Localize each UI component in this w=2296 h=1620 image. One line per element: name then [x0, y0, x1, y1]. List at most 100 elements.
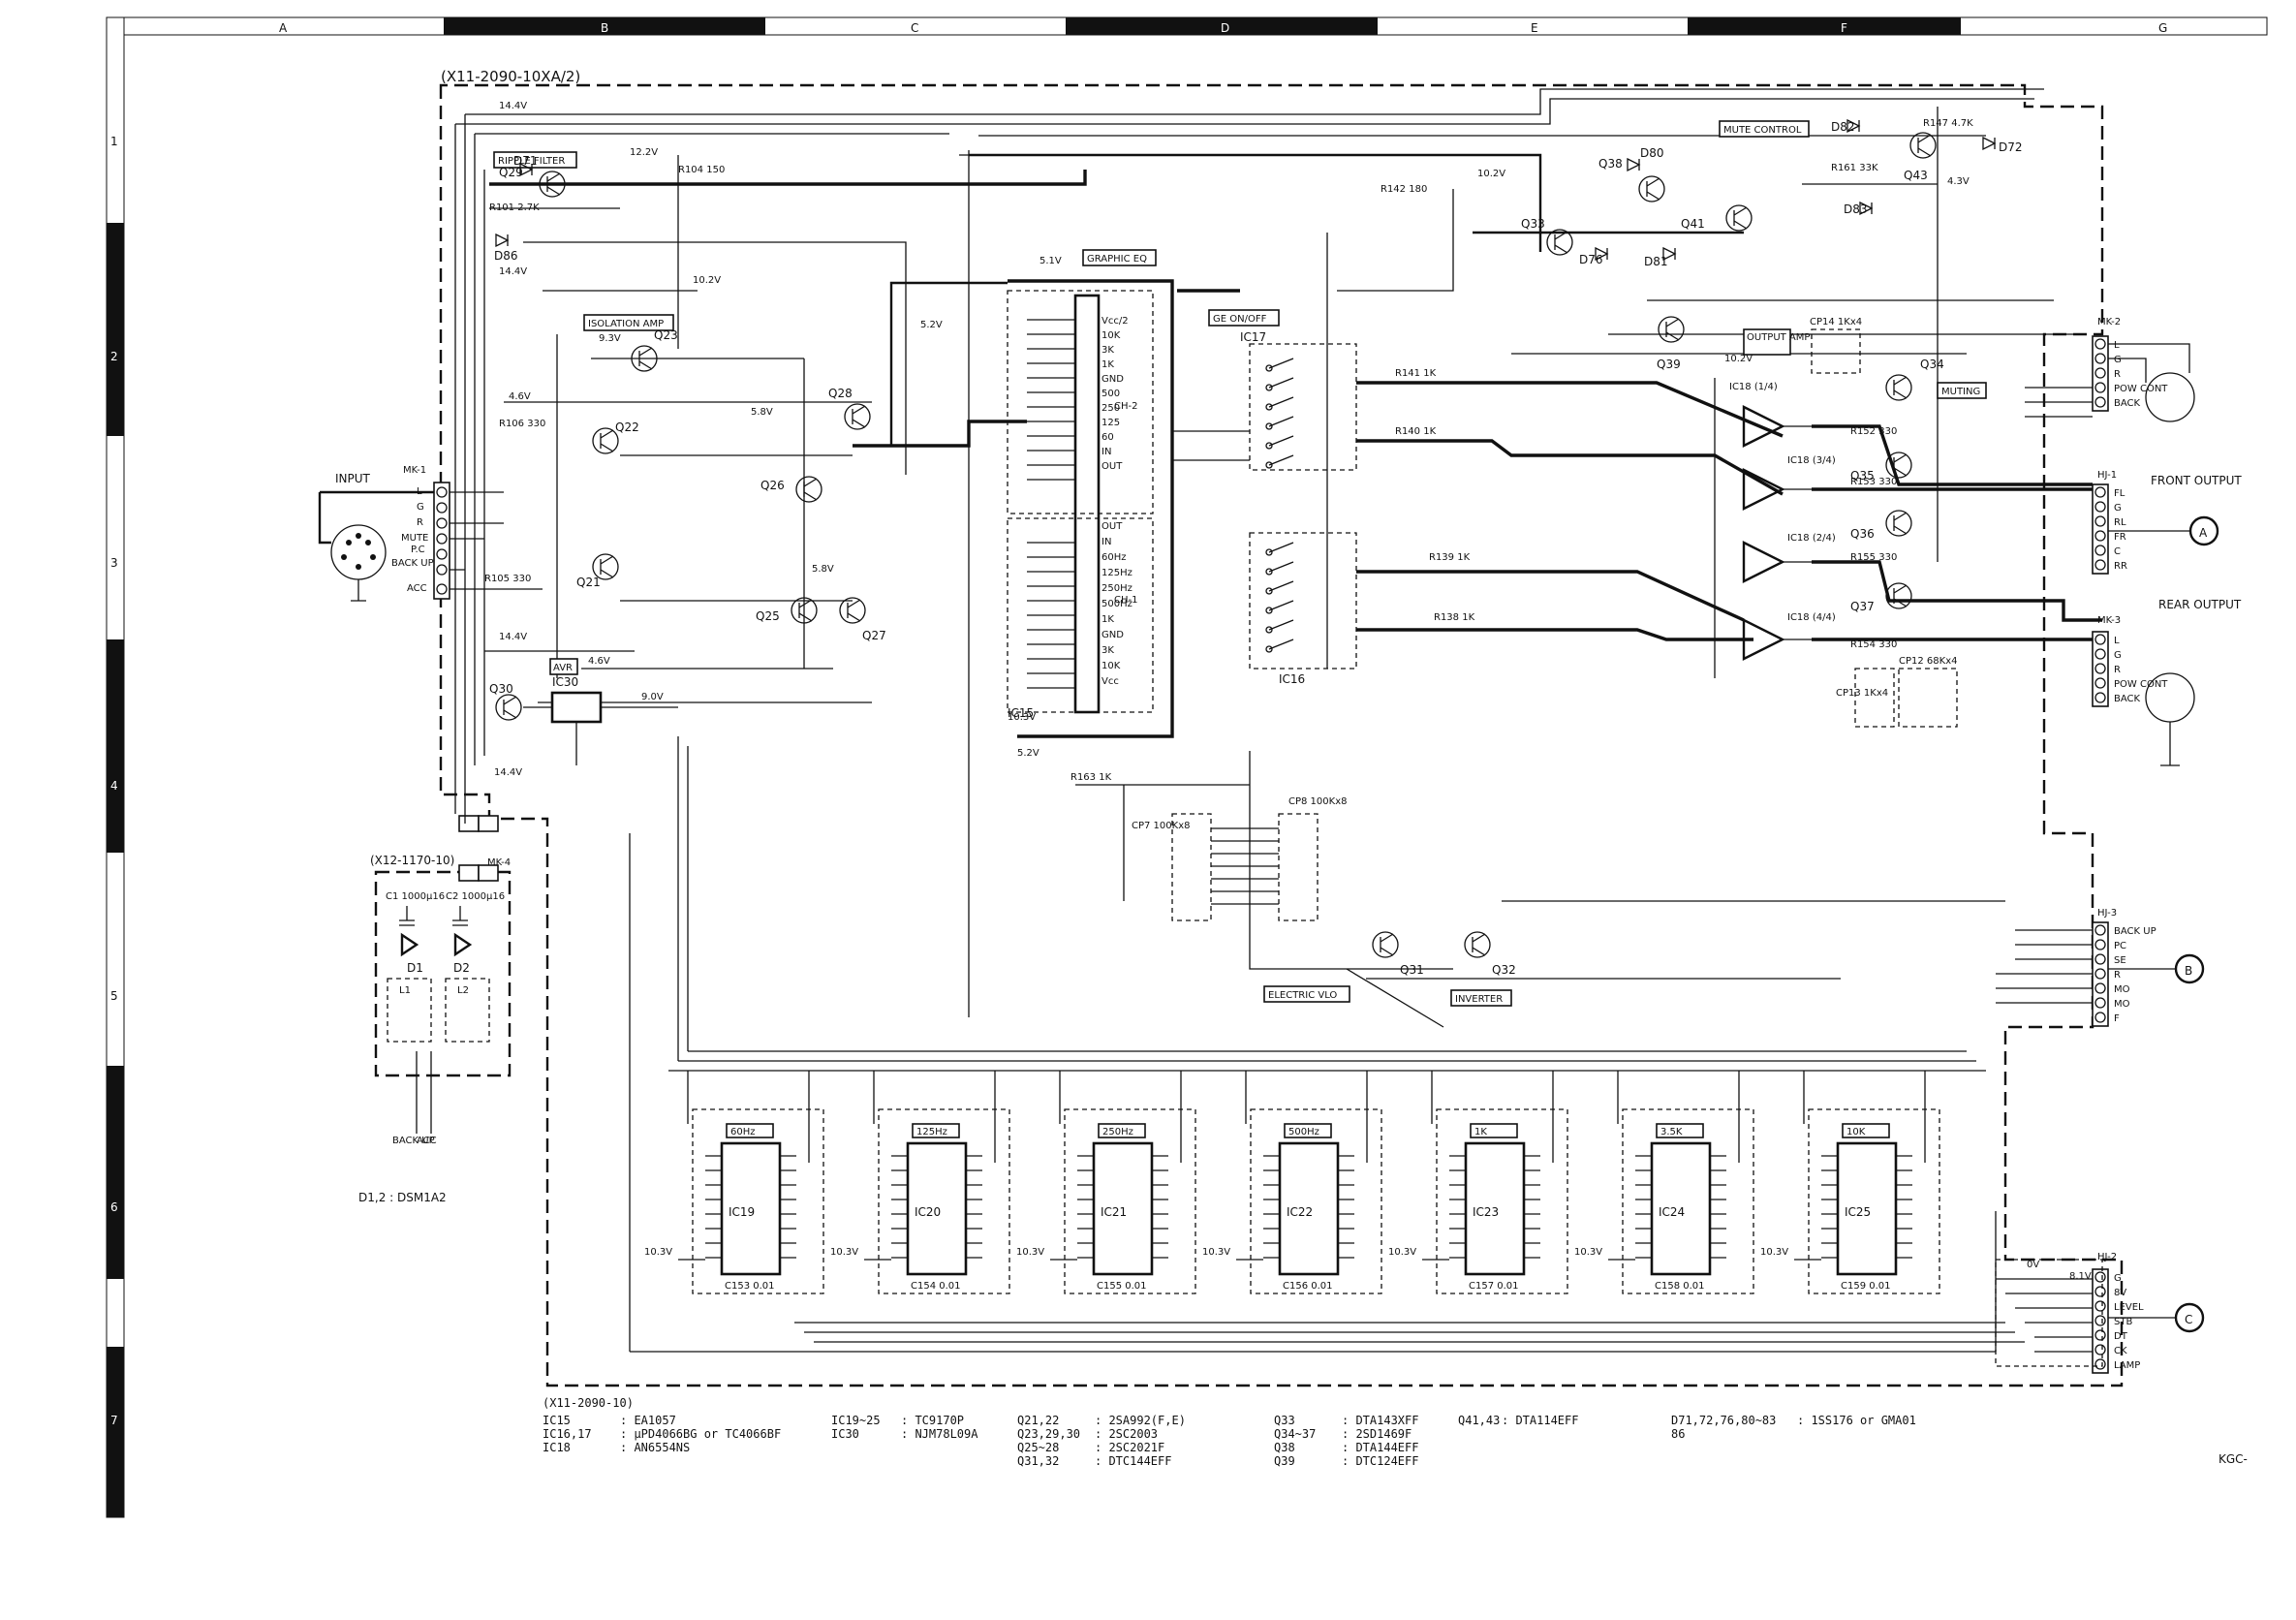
mk1-pin-acc: ACC: [407, 583, 427, 594]
resistor-packs: CP7 100Kx8 CP8 100Kx8 CP14 1Kx4 CP12 68K…: [1132, 317, 1958, 921]
parts-list-value: : 2SA992(F,E): [1095, 1414, 1186, 1427]
parts-list-ref: Q34~37: [1274, 1427, 1316, 1441]
transistor-label: Q38: [1598, 157, 1623, 171]
parts-list-value: : DTC144EFF: [1095, 1454, 1171, 1468]
transistor-label: Q39: [1657, 358, 1681, 371]
ic18-4-label: IC18 (4/4): [1787, 612, 1836, 623]
v-5-2-bottom: 5.2V: [1017, 748, 1039, 759]
avr-label: AVR: [553, 663, 573, 673]
sub-l2-label: L2: [457, 985, 469, 996]
diode-symbol: [1662, 246, 1677, 262]
parts-list-ref: 86: [1671, 1427, 1685, 1441]
resistor-label: R147 4.7K: [1923, 118, 1973, 129]
parts-list-ref: Q25~28: [1017, 1441, 1059, 1454]
resistor-label: R140 1K: [1395, 426, 1437, 437]
ic15-ch1-pin-label: 500Hz: [1101, 599, 1132, 609]
mk1-label: MK-1: [403, 465, 426, 476]
hj1-label: HJ-1: [2097, 470, 2117, 481]
transistor-symbol: [495, 694, 522, 721]
v-12-2: 12.2V: [630, 147, 658, 158]
resistor-label: R142 180: [1381, 184, 1427, 195]
hj1-pin-label: RR: [2114, 561, 2127, 572]
electric-vlo-label: ELECTRIC VLO: [1268, 990, 1337, 1001]
ic15-ch2-pin-label: 125: [1101, 418, 1120, 428]
parts-list-value: : 2SC2003: [1095, 1427, 1158, 1441]
hj2-pin-label: G: [2114, 1273, 2122, 1284]
diode-symbol: [519, 162, 534, 177]
transistor-symbol: [592, 553, 619, 580]
sub-d1-symbol: [400, 932, 419, 957]
transistor-label: Q23: [654, 328, 678, 342]
v-14-4-mid: 14.4V: [499, 632, 527, 642]
diode-label: D71: [513, 154, 538, 168]
ic18-group: IC18 (1/4) IC18 (3/4) IC18 (2/4) IC18 (4…: [1714, 378, 1836, 678]
parts-list-value: : DTA143XFF: [1342, 1414, 1418, 1427]
ic15-ch2-pin-label: 1K: [1101, 359, 1114, 370]
parts-list-value: : 1SS176 or GMA01: [1797, 1414, 1916, 1427]
diode-label: D81: [1644, 255, 1668, 268]
ic17-group: IC17: [1240, 330, 1357, 471]
meter-cap-label: C155 0.01: [1097, 1281, 1147, 1292]
parts-list-ref: IC18: [543, 1441, 571, 1454]
col-label-c: C: [911, 21, 918, 35]
hj1-pin-label: FR: [2114, 532, 2126, 543]
meter-ic-label: IC23: [1473, 1205, 1499, 1219]
parts-list-ref: Q38: [1274, 1441, 1295, 1454]
transistor-symbol: [791, 597, 818, 624]
resistor-label: R101 2.7K: [489, 202, 540, 213]
meter-freq-label: 10K: [1846, 1127, 1866, 1137]
hj3-pin-label: F: [2114, 1013, 2120, 1024]
meter-supply-voltage: 10.3V: [1016, 1247, 1044, 1258]
resistor-label: R138 1K: [1434, 612, 1475, 623]
resistor-label: R153 330: [1850, 477, 1897, 487]
meter-cap-label: C158 0.01: [1655, 1281, 1705, 1292]
hj1-pin-label: G: [2114, 503, 2122, 514]
row-label-2: 2: [110, 350, 118, 363]
transistor-symbol: [1885, 374, 1912, 401]
col-label-g: G: [2158, 21, 2167, 35]
sub-acc-label: ACC: [417, 1136, 437, 1146]
hj3-pin-label: PC: [2114, 941, 2126, 951]
hj2-pin-label: STB: [2114, 1317, 2132, 1327]
parts-list-ref: IC16,17: [543, 1427, 592, 1441]
ic30-body: [550, 691, 603, 724]
hj2-pin-label: 8V: [2114, 1288, 2126, 1298]
v-14-4-bottom: 14.4V: [494, 767, 522, 778]
ic15-ch2-pin-label: 500: [1101, 389, 1120, 399]
meter-freq-label: 3.5K: [1660, 1127, 1683, 1137]
sub-d1-label: D1: [407, 961, 423, 975]
ic15-ch1-pin-label: 125Hz: [1101, 568, 1132, 578]
ic15-ch1-pin-label: 60Hz: [1101, 552, 1127, 563]
diode-symbol: [495, 233, 510, 248]
cp7-label: CP7 100Kx8: [1132, 821, 1190, 831]
sub-diode-note: D1,2 : DSM1A2: [358, 1191, 447, 1204]
transistor-symbol: [1464, 931, 1491, 958]
hj2-pin-label: CK: [2114, 1346, 2127, 1356]
transistor-symbol: [1885, 582, 1912, 609]
ic15-ch2-pin-label: OUT: [1101, 461, 1123, 472]
hj2-pin-label: LEVEL: [2114, 1302, 2144, 1313]
voltage-annotations: 14.4V 12.2V 14.4V 10.2V 10.2V 10.2V 5.2V…: [494, 101, 2092, 1282]
mk3-pin-label: POW CONT: [2114, 679, 2168, 690]
v-5-8-top: 5.8V: [751, 407, 773, 418]
ic30-group: IC30: [523, 675, 678, 765]
v-9-3: 9.3V: [599, 333, 621, 344]
resistor-label: R155 330: [1850, 552, 1897, 563]
transistor-symbol: [1658, 316, 1685, 343]
v-10-2-mid: 10.2V: [1477, 169, 1505, 179]
ic17-label: IC17: [1240, 330, 1266, 344]
resistor-label: R105 330: [484, 574, 531, 584]
mk2-pin-label: BACK: [2114, 398, 2141, 409]
diode-label: D83: [1844, 202, 1868, 216]
diode-symbol: [1595, 246, 1609, 262]
transistor-symbol: [1725, 204, 1753, 232]
hj2-label: HJ-2: [2097, 1252, 2117, 1262]
row-label-6: 6: [110, 1200, 118, 1214]
diode-label: D72: [1999, 140, 2023, 154]
parts-list-value: : NJM78L09A: [901, 1427, 978, 1441]
meter-ic-label: IC22: [1287, 1205, 1313, 1219]
hj1-pin-label: C: [2114, 546, 2121, 557]
